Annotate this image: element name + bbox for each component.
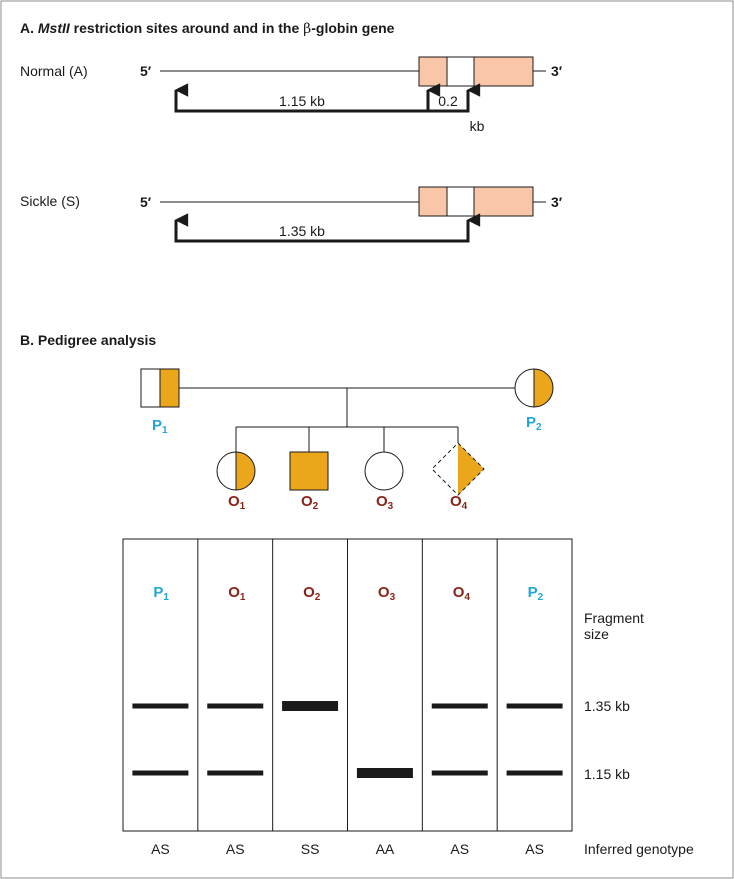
normal-five-prime: 5′: [140, 63, 152, 79]
lane-5-label: O4: [453, 584, 471, 603]
o3-symbol: [364, 451, 404, 491]
sickle-allele-label: Sickle (S): [20, 193, 80, 209]
lane-2-band-1-15kb: [207, 770, 264, 776]
normal-allele-label: Normal (A): [20, 63, 88, 79]
lane-2-band-1-35kb: [207, 703, 264, 709]
normal-exon-2: [473, 56, 534, 87]
pedigree-chart: P1 P2 O1 O2 O3 O4: [140, 368, 554, 512]
sickle-three-prime: 3′: [551, 194, 563, 210]
section-b-title: B. Pedigree analysis: [20, 332, 156, 348]
o2-label: O2: [301, 493, 319, 512]
sickle-exon-2: [473, 186, 534, 217]
lane-1-band-1-15kb: [132, 770, 189, 776]
lane-5-genotype: AS: [450, 841, 469, 857]
section-a-prefix: A.: [20, 20, 34, 36]
o3-label: O3: [376, 493, 394, 512]
normal-fragment-large-label: 1.15 kb: [279, 93, 325, 109]
p2-symbol: [514, 368, 554, 408]
section-a-beta-symbol: β: [303, 21, 311, 37]
fragment-size-label-line2: size: [584, 626, 609, 642]
lane-3-band-1-35kb: [282, 701, 339, 711]
sickle-gene-map: Sickle (S) 5′ 3′ 1.35 kb: [20, 186, 563, 243]
normal-intron: [446, 56, 475, 87]
inferred-genotype-label: Inferred genotype: [584, 841, 694, 857]
lane-5-band-1-15kb: [431, 770, 488, 776]
p1-label: P1: [152, 417, 168, 436]
lane-1-genotype: AS: [151, 841, 170, 857]
lane-2-genotype: AS: [226, 841, 245, 857]
o4-label: O4: [450, 493, 468, 512]
section-a-enzyme: MstII: [38, 20, 71, 36]
lane-6-band-1-15kb: [506, 770, 563, 776]
p1-symbol: [140, 368, 180, 408]
p2-label: P2: [526, 414, 542, 433]
o2-symbol: [289, 451, 329, 491]
sickle-fragment-label: 1.35 kb: [279, 223, 325, 239]
sickle-five-prime: 5′: [140, 194, 152, 210]
lane-3-label: O2: [303, 584, 321, 603]
lane-5-band-1-35kb: [431, 703, 488, 709]
band-label-1-35kb: 1.35 kb: [584, 698, 630, 714]
lane-6-genotype: AS: [525, 841, 544, 857]
lane-1-label: P1: [153, 584, 169, 603]
lane-6-band-1-35kb: [506, 703, 563, 709]
normal-fragment-small-label: 0.2: [438, 93, 458, 109]
normal-fragment-small-unit: kb: [470, 118, 485, 134]
lane-1-band-1-35kb: [132, 703, 189, 709]
o1-symbol: [216, 451, 256, 491]
fragment-size-label-line1: Fragment: [584, 610, 644, 626]
section-a-title: A. MstII restriction sites around and in…: [20, 20, 395, 37]
sickle-intron: [446, 186, 475, 217]
normal-three-prime: 3′: [551, 63, 563, 79]
section-a-title-mid: restriction sites around and in the: [70, 20, 303, 36]
section-a-title-end: -globin gene: [311, 20, 394, 36]
lane-2-label: O1: [228, 584, 246, 603]
band-label-1-15kb: 1.15 kb: [584, 766, 630, 782]
lane-4-label: O3: [378, 584, 396, 603]
sickle-fragment-bracket: [174, 213, 481, 243]
normal-fragment-bracket: [174, 83, 481, 113]
lane-3-genotype: SS: [301, 841, 320, 857]
o1-label: O1: [228, 493, 246, 512]
sickle-exon-1: [418, 186, 448, 217]
normal-gene-map: Normal (A) 5′ 3′ 1.15 kb 0.2 kb: [20, 56, 563, 134]
normal-exon-1: [418, 56, 448, 87]
lane-4-band-1-15kb: [356, 768, 413, 778]
lane-6-label: P2: [528, 584, 544, 603]
lane-4-genotype: AA: [376, 841, 395, 857]
